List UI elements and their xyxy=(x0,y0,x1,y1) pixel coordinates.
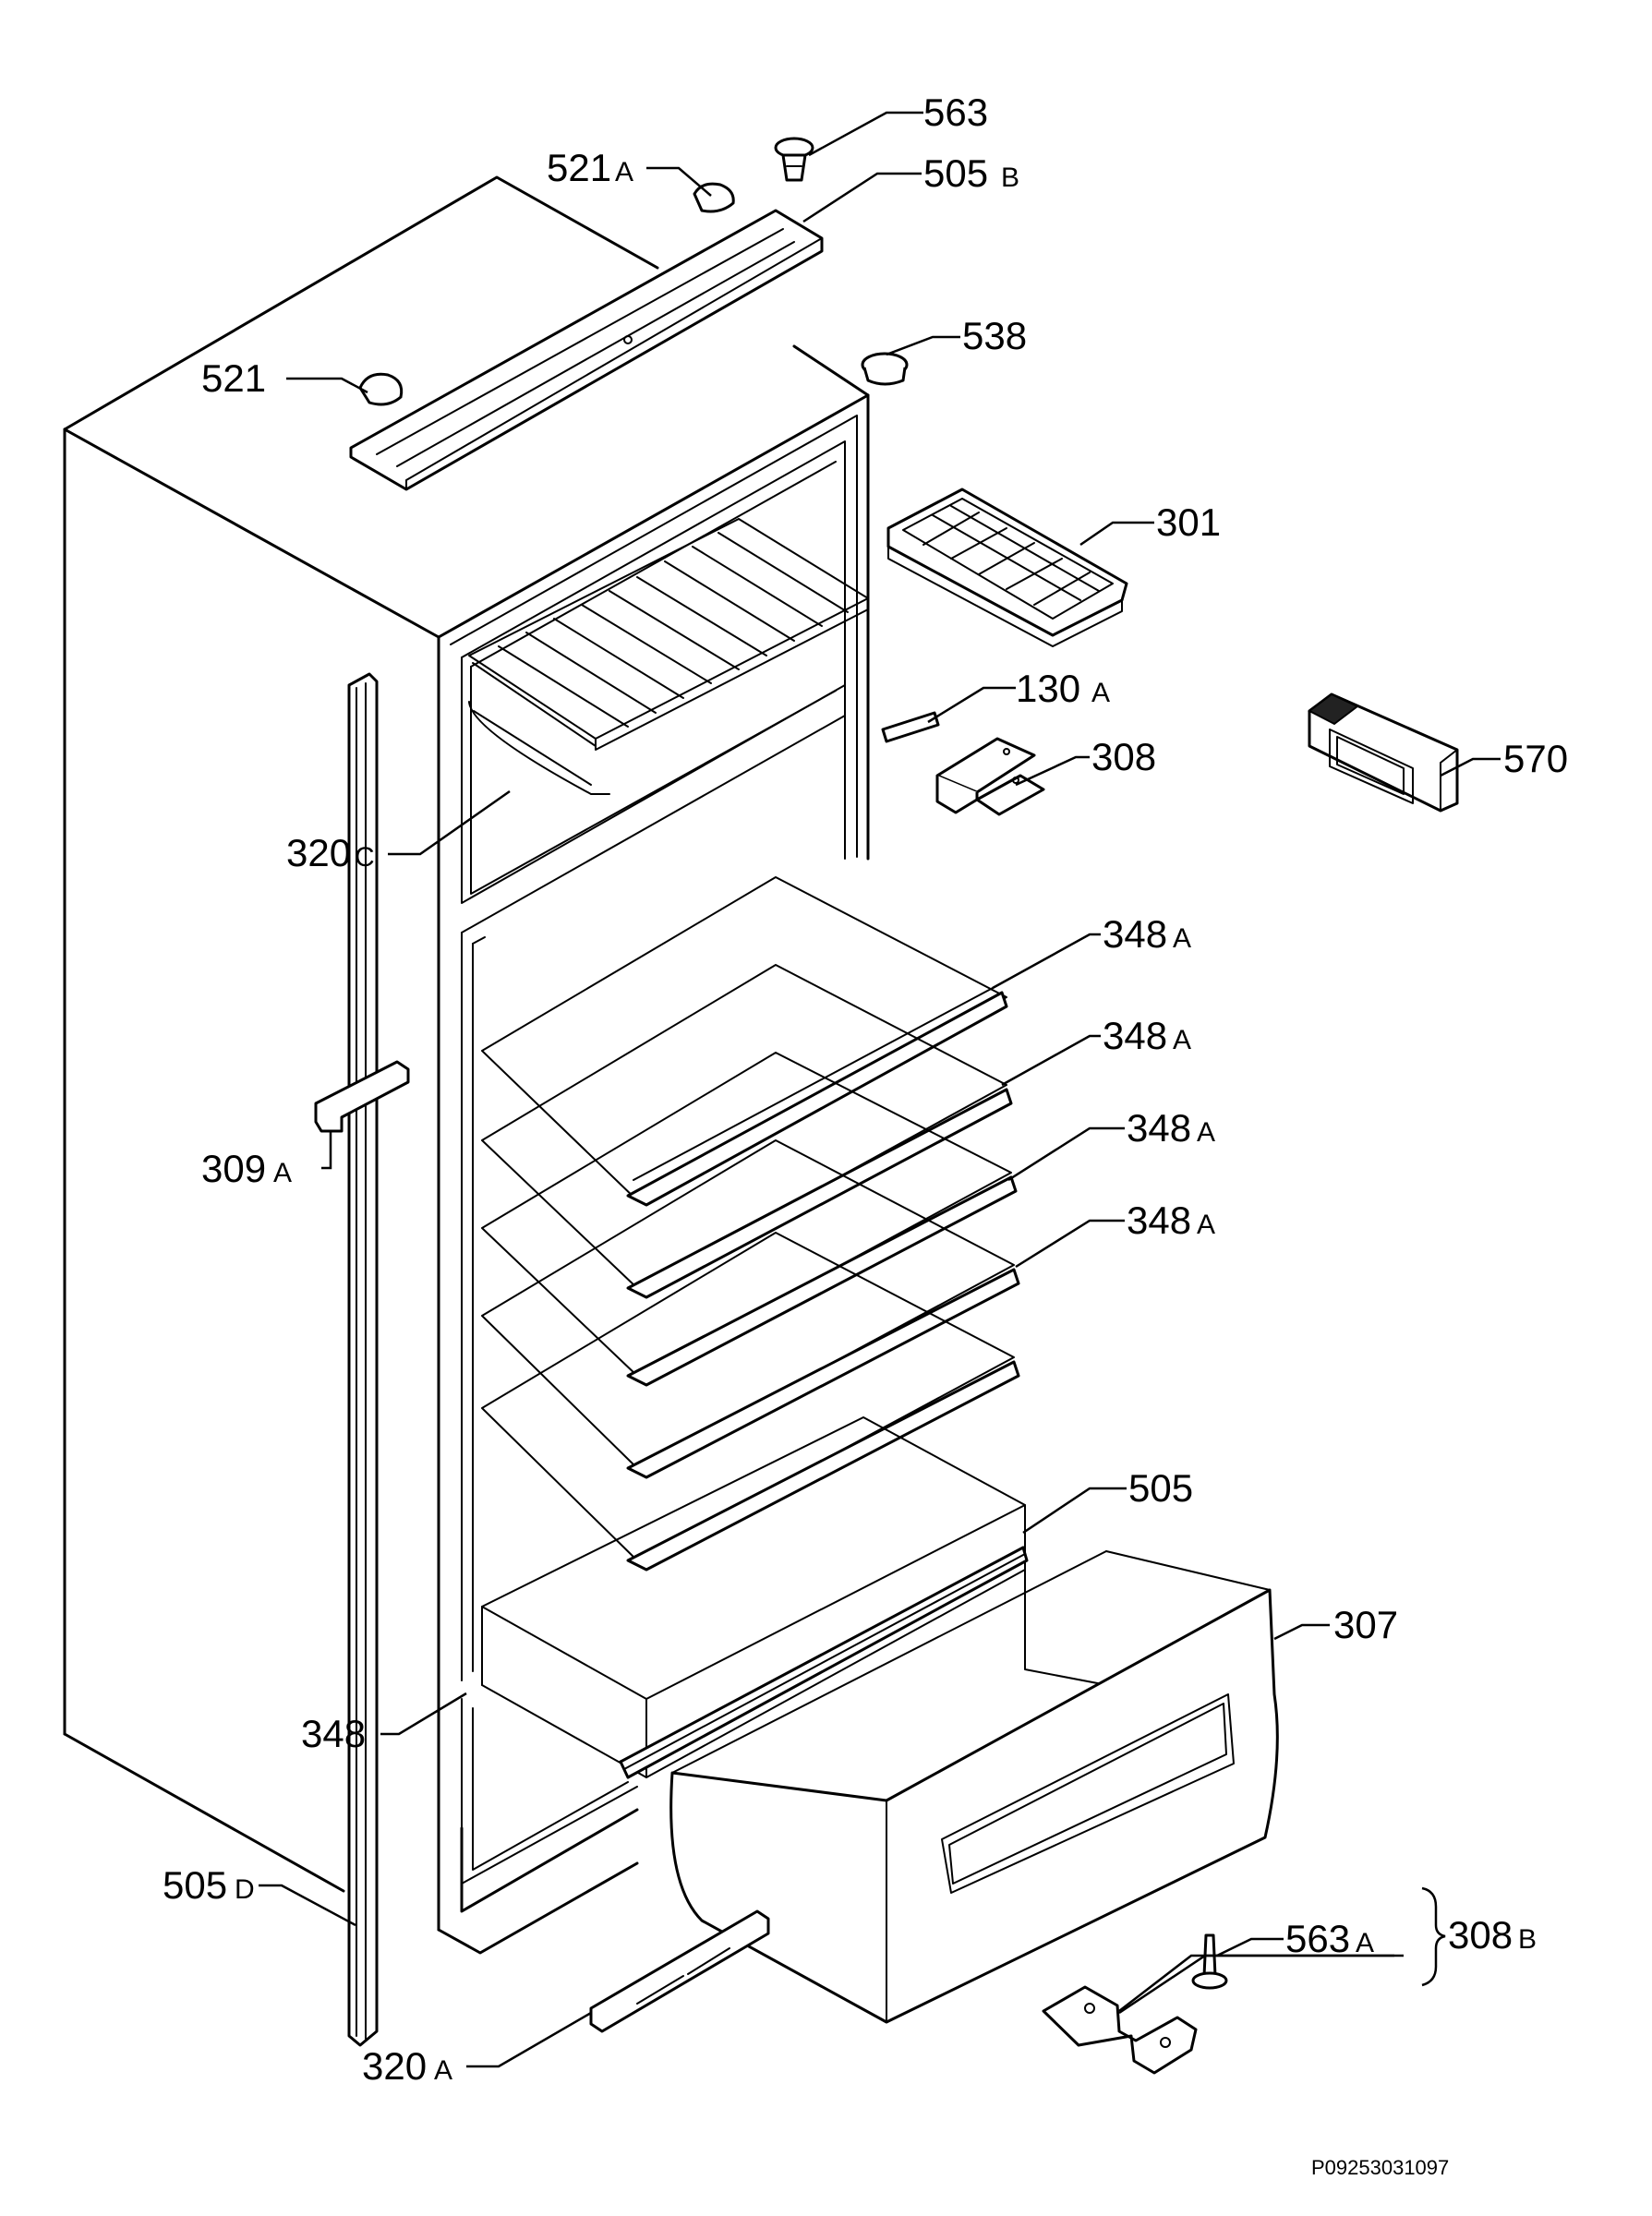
crisper-glass-cover xyxy=(481,1416,1026,1778)
callout-labels: 563 521 A 505 B 538 521 301 130 A 570 30… xyxy=(163,90,1568,2088)
callout-521-number: 521 xyxy=(201,356,266,400)
glass-shelf-4 xyxy=(481,1139,1020,1479)
bracket-plate-130a xyxy=(881,711,940,743)
callout-505b-number: 505 xyxy=(923,151,988,195)
glass-shelf-2 xyxy=(481,964,1013,1299)
callout-320c-suffix: C xyxy=(355,842,375,873)
callout-309a-number: 309 xyxy=(201,1147,266,1190)
callout-563a-number: 563 xyxy=(1285,1917,1350,1960)
bracket-brace-308b xyxy=(1421,1886,1446,1987)
callout-348a-2-number: 348 xyxy=(1103,1014,1167,1057)
callout-348a-4-number: 348 xyxy=(1127,1198,1191,1242)
callout-570-number: 570 xyxy=(1503,737,1568,780)
callout-348a-3-suffix: A xyxy=(1197,1117,1215,1148)
leader-lines xyxy=(259,111,1501,2068)
callout-348a-4-suffix: A xyxy=(1197,1210,1215,1240)
top-cover-cap-521 xyxy=(358,372,404,406)
callout-301-number: 301 xyxy=(1156,500,1221,544)
top-hinge-rail xyxy=(349,209,824,491)
callout-538-number: 538 xyxy=(962,314,1027,357)
callout-521a-number: 521 xyxy=(547,146,611,189)
callout-563a-suffix: A xyxy=(1356,1928,1374,1958)
freezer-wire-shelf xyxy=(468,518,869,795)
pivot-bushing-538 xyxy=(861,352,909,386)
glass-shelf-1 xyxy=(481,876,1008,1207)
glass-shelf-5 xyxy=(481,1232,1020,1572)
callout-307-number: 307 xyxy=(1333,1603,1398,1646)
lower-hinge-308b xyxy=(1042,1985,1198,2075)
callout-348a-1-suffix: A xyxy=(1173,923,1191,954)
crisper-rail-505 xyxy=(619,1546,1029,1779)
callout-348a-2-suffix: A xyxy=(1173,1025,1191,1055)
callout-308b-number: 308 xyxy=(1448,1913,1513,1957)
crisper-drawer xyxy=(669,1550,1279,2024)
callout-348-number: 348 xyxy=(301,1712,366,1755)
callout-308b-suffix: B xyxy=(1518,1924,1537,1955)
callout-348a-1-number: 348 xyxy=(1103,912,1167,956)
callout-505d-suffix: D xyxy=(235,1874,255,1905)
callout-563-number: 563 xyxy=(923,90,988,134)
callout-505b-suffix: B xyxy=(1001,163,1019,193)
glass-shelf-3 xyxy=(481,1052,1018,1387)
callout-308-number: 308 xyxy=(1091,735,1156,778)
hinge-pin-563 xyxy=(774,137,814,182)
callout-320c-number: 320 xyxy=(286,831,351,874)
ice-tray xyxy=(886,488,1128,647)
cabinet-body xyxy=(63,175,870,1955)
callout-348a-3-number: 348 xyxy=(1127,1106,1191,1150)
callout-505d-number: 505 xyxy=(163,1863,227,1907)
document-id: P09253031097 xyxy=(1311,2156,1449,2179)
door-stop-309a xyxy=(314,1060,410,1133)
bottom-plinth-320a xyxy=(589,1909,770,2033)
door-seal-strip xyxy=(347,672,379,2047)
callout-320a-number: 320 xyxy=(362,2044,427,2088)
thermostat-control xyxy=(1308,692,1459,813)
callout-320a-suffix: A xyxy=(434,2055,452,2086)
callout-130a-suffix: A xyxy=(1091,678,1110,708)
hinge-bracket-308 xyxy=(935,737,1045,816)
callout-505-number: 505 xyxy=(1128,1466,1193,1510)
callout-309a-suffix: A xyxy=(273,1158,292,1188)
callout-521a-suffix: A xyxy=(615,157,633,187)
callout-130a-number: 130 xyxy=(1016,667,1080,710)
